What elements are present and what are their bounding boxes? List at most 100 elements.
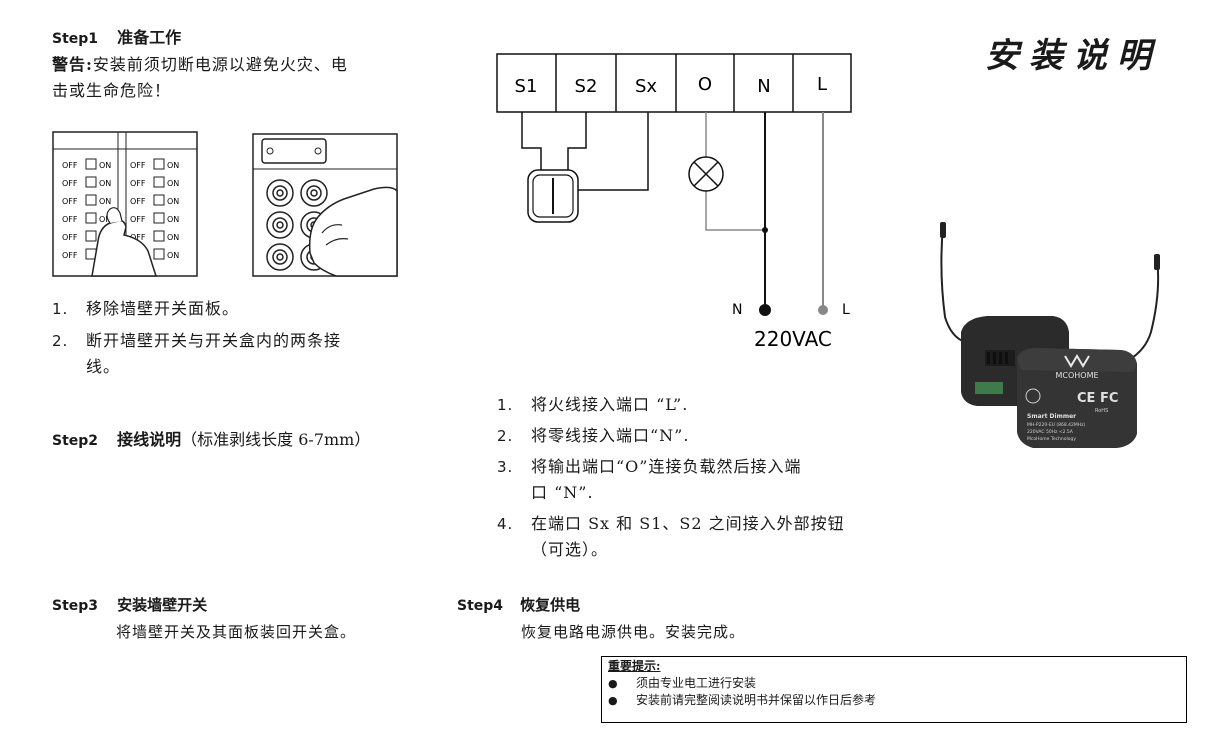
step2-tag: Step2	[52, 433, 99, 449]
terminal-n: N	[757, 76, 770, 97]
supply-n-label: N	[732, 302, 742, 318]
live-wire	[818, 112, 828, 315]
antenna-left	[940, 225, 966, 343]
breaker-on-label: ON	[99, 179, 111, 188]
warning-label: 警告:	[52, 55, 93, 74]
terminal-s1: S1	[515, 76, 538, 97]
breaker-on-label: ON	[167, 161, 179, 170]
notice-item: 须由专业电工进行安装	[608, 675, 1180, 692]
item-number: 1.	[52, 300, 69, 318]
breaker-on-label: ON	[99, 161, 111, 170]
supply-l-label: L	[842, 302, 850, 318]
breaker-off-label: OFF	[130, 179, 146, 188]
wiring-diagram: S1 S2 Sx O N L N L 220VAC	[496, 53, 852, 351]
antenna-right	[1124, 257, 1160, 363]
step1-list: 1. 移除墙壁开关面板。 2. 断开墙壁开关与开关盒内的两条接线。	[52, 296, 432, 380]
item-text-cont: 线。	[86, 357, 121, 376]
step1-title: 准备工作	[117, 28, 182, 47]
breaker-off-label: OFF	[62, 197, 78, 206]
breaker-on-label: ON	[167, 197, 179, 206]
item-number: 2.	[52, 332, 69, 350]
breaker-on-label: ON	[99, 215, 111, 224]
step3-title: 安装墙壁开关	[117, 596, 208, 614]
step2-heading: Step2 接线说明（标准剥线长度 6-7mm）	[52, 426, 370, 453]
notice-item: 安装前请完整阅读说明书并保留以作日后参考	[608, 692, 1180, 709]
breaker-on-label: ON	[99, 197, 111, 206]
terminal-block: S1 S2 Sx O N L	[496, 53, 852, 113]
step1-heading: Step1 准备工作	[52, 24, 181, 48]
neutral-node-icon	[759, 304, 771, 316]
step4-title: 恢复供电	[520, 596, 581, 614]
hand-icon	[308, 186, 398, 277]
terminal-sx: Sx	[635, 76, 657, 97]
step4-heading: Step4 恢复供电	[457, 594, 580, 615]
breaker-off-label: OFF	[62, 215, 78, 224]
socket-panel-illustration	[252, 133, 398, 277]
list-item: 1. 移除墙壁开关面板。	[52, 296, 432, 322]
device-rohs: RoHS	[1095, 408, 1108, 414]
item-text: 移除墙壁开关面板。	[86, 299, 240, 318]
step2-title: 接线说明	[117, 430, 182, 449]
terminal-o: O	[698, 74, 712, 95]
breaker-on-label: ON	[167, 233, 179, 242]
breaker-off-label: OFF	[130, 161, 146, 170]
list-item: 4. 在端口 Sx 和 S1、S2 之间接入外部按钮 （可选）。	[497, 511, 877, 563]
item-text: 将零线接入端口“N”.	[531, 426, 690, 445]
important-notice: 重要提示: 须由专业电工进行安装 安装前请完整阅读说明书并保留以作日后参考	[601, 656, 1187, 723]
supply-voltage: 220VAC	[754, 327, 832, 351]
breaker-off-label: OFF	[62, 179, 78, 188]
lamp-load	[705, 112, 765, 231]
item-number: 4.	[497, 515, 514, 533]
breaker-off-label: OFF	[130, 197, 146, 206]
breaker-off-label: OFF	[62, 161, 78, 170]
breaker-panel-illustration: OFF ON OFF ON OFF ON OFF ON OFF ON OFF O…	[52, 131, 198, 277]
breaker-on-label: ON	[167, 215, 179, 224]
device-certs: CE FC	[1077, 391, 1118, 406]
step3-tag: Step3	[52, 598, 99, 614]
step1-warning: 警告:安装前须切断电源以避免火灾、电 击或生命危险！	[52, 52, 348, 104]
smart-dimmer-device-image: MCOHOME CE FC RoHS Smart Dimmer MH-P220-…	[940, 222, 1160, 448]
breaker-off-label: OFF	[130, 215, 146, 224]
list-item: 2. 断开墙壁开关与开关盒内的两条接线。	[52, 328, 432, 380]
step4-tag: Step4	[457, 598, 504, 614]
device-maker: McoHome Technology	[1027, 436, 1076, 442]
item-text: 将火线接入端口 “L”.	[531, 395, 689, 414]
item-number: 1.	[497, 396, 514, 414]
item-number: 3.	[497, 458, 514, 476]
step3-heading: Step3 安装墙壁开关	[52, 594, 207, 615]
breaker-off-label: OFF	[130, 233, 146, 242]
step2-list: 1. 将火线接入端口 “L”. 2. 将零线接入端口“N”. 3. 将输出端口“O”连…	[497, 392, 877, 563]
warning-line1: 安装前须切断电源以避免火灾、电	[92, 55, 348, 74]
push-button-icon	[527, 169, 579, 223]
breaker-off-label: OFF	[62, 251, 78, 260]
item-text: 断开墙壁开关与开关盒内的两条接	[86, 331, 342, 350]
device-brand: MCOHOME	[1055, 371, 1098, 380]
notice-heading: 重要提示:	[608, 659, 661, 673]
live-node-icon	[818, 305, 828, 315]
hand-icon	[91, 219, 158, 277]
warning-line2: 击或生命危险！	[52, 81, 172, 100]
breaker-on-label: ON	[167, 251, 179, 260]
terminal-l: L	[817, 74, 827, 95]
list-item: 1. 将火线接入端口 “L”.	[497, 392, 877, 418]
step1-tag: Step1	[52, 31, 99, 47]
terminal-s2: S2	[575, 76, 598, 97]
brand-logo-icon	[1064, 354, 1090, 368]
push-button-wiring	[521, 112, 649, 191]
item-text-cont: 口 “N”.	[531, 483, 594, 502]
item-text: 在端口 Sx 和 S1、S2 之间接入外部按钮	[531, 514, 845, 533]
lamp-icon	[688, 156, 724, 192]
zwave-logo-icon	[1025, 388, 1041, 404]
item-text: 将输出端口“O”连接负载然后接入端	[531, 457, 802, 476]
item-text-cont: （可选）。	[531, 540, 609, 559]
device-model: MH-P220-EU (868.42MHz)	[1027, 422, 1086, 428]
item-number: 2.	[497, 427, 514, 445]
front-module: MCOHOME CE FC RoHS Smart Dimmer MH-P220-…	[1017, 348, 1137, 448]
breaker-on-label: ON	[167, 179, 179, 188]
step2-note: （标准剥线长度 6-7mm）	[181, 430, 371, 449]
breaker-off-label: OFF	[62, 233, 78, 242]
step4-text: 恢复电路电源供电。安装完成。	[521, 623, 746, 641]
list-item: 3. 将输出端口“O”连接负载然后接入端口 “N”.	[497, 454, 877, 506]
neutral-wire	[759, 112, 771, 316]
page-title: 安装说明	[985, 36, 1161, 76]
